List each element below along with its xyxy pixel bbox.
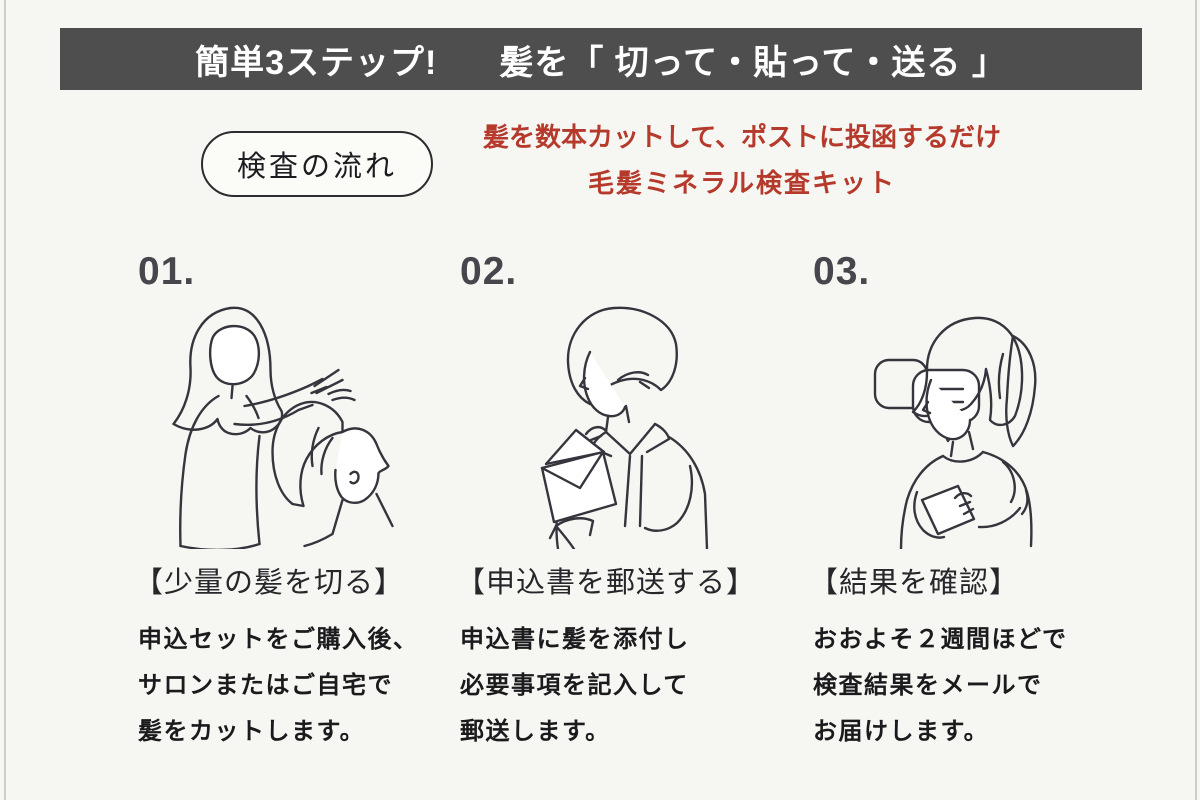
phone-woman-face — [925, 378, 972, 441]
client-face — [334, 427, 390, 505]
envelope-illustration — [540, 306, 709, 549]
header-title-right: 髪を「 切って・貼って・送る 」 — [499, 43, 1007, 82]
client-hair — [271, 400, 344, 508]
stylist-hair — [172, 306, 284, 436]
phone-woman-hair — [911, 316, 1024, 427]
step-2-description: 申込書に髪を添付し 必要事項を記入して 郵送します。 — [460, 626, 690, 745]
step-2: 02. — [456, 250, 800, 755]
step-2-number: 02. — [460, 250, 518, 293]
step-1-description: 申込セットをご購入後、 サロンまたはご自宅で 髪をカットします。 — [138, 626, 419, 745]
header-title-left: 簡単3ステップ! — [195, 43, 438, 82]
tagline-line2: 毛髪ミネラル検査キット — [587, 168, 896, 198]
step-3: 03. — [809, 250, 1153, 755]
flow-badge: 検査の流れ — [201, 131, 433, 197]
stylist-face — [208, 324, 261, 386]
phone-illustration — [873, 316, 1037, 549]
step-3-title: 【結果を確認】 — [809, 567, 1020, 599]
left-edge-divider — [4, 0, 6, 800]
step-3-number: 03. — [813, 250, 871, 293]
haircut-illustration — [172, 306, 394, 549]
step-1: 01. — [134, 250, 478, 755]
tagline-line1: 髪を数本カットして、ポストに投函するだけ — [483, 122, 1001, 152]
step-1-title: 【少量の髪を切る】 — [134, 567, 405, 599]
tagline: 髪を数本カットして、ポストに投函するだけ 毛髪ミネラル検査キット — [452, 122, 1032, 198]
envelope-icon — [540, 428, 618, 524]
right-edge-divider — [1195, 0, 1197, 800]
flow-badge-label: 検査の流れ — [236, 151, 397, 183]
mail-person-face — [582, 350, 627, 418]
step-3-description: おおよそ２週間ほどで 検査結果をメールで お届けします。 — [813, 626, 1068, 745]
ponytail — [1005, 334, 1037, 448]
step-2-title: 【申込書を郵送する】 — [456, 567, 757, 599]
mail-person-hair — [566, 306, 678, 406]
phone-icon — [920, 484, 976, 536]
step-1-number: 01. — [138, 250, 196, 293]
header-banner: 簡単3ステップ! 髪を「 切って・貼って・送る 」 — [60, 28, 1142, 90]
scissors-icon — [313, 368, 344, 395]
